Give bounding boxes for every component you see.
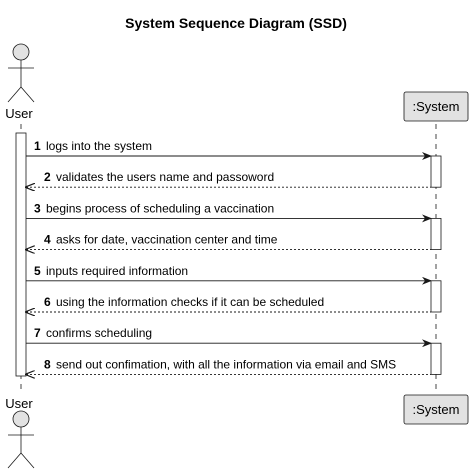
message-3: 3 begins process of scheduling a vaccinat…	[26, 201, 432, 223]
message-text: using the information checks if it can b…	[56, 295, 324, 309]
actor-right-leg-icon	[20, 452, 35, 469]
message-number: 6	[44, 295, 51, 309]
system-activation-bar	[430, 155, 442, 188]
system-participant-bottom: :System	[403, 394, 469, 425]
system-participant-label-bottom: :System	[413, 402, 460, 417]
message-text: logs into the system	[46, 139, 152, 153]
user-activation-bar	[15, 132, 27, 377]
message-text: begins process of scheduling a vaccinati…	[46, 201, 274, 215]
system-participant-top: :System	[403, 91, 469, 122]
diagram-title: System Sequence Diagram (SSD)	[125, 15, 347, 31]
system-box-top	[403, 91, 469, 122]
system-participant-label-top: :System	[413, 99, 460, 114]
actor-left-leg-icon	[7, 86, 22, 103]
system-box-bottom	[403, 394, 469, 425]
message-list: 1 logs into the system 2 validates the user…	[26, 139, 432, 374]
system-activation-bar	[430, 342, 442, 375]
message-text: validates the users name and passoword	[56, 170, 274, 184]
message-number: 4	[44, 233, 51, 247]
message-5: 5 inputs required information	[26, 264, 432, 285]
message-6: 6 using the information checks if it can …	[26, 295, 431, 312]
actor-right-leg-icon	[20, 86, 35, 103]
message-2: 2 validates the users name and passoword	[26, 170, 431, 187]
system-activation-bars	[430, 155, 442, 375]
message-text: inputs required information	[46, 264, 188, 278]
message-number: 2	[44, 170, 51, 184]
user-actor-bottom: User	[5, 396, 35, 469]
message-7: 7 confirms scheduling	[26, 326, 432, 348]
message-number: 5	[34, 264, 41, 278]
actor-left-leg-icon	[7, 452, 22, 469]
message-number: 3	[34, 201, 41, 215]
actor-head-icon	[12, 43, 30, 61]
message-text: send out confimation, with all the infor…	[56, 357, 396, 371]
message-number: 1	[34, 139, 41, 153]
message-text: confirms scheduling	[46, 326, 152, 340]
message-number: 8	[44, 357, 51, 371]
system-activation-bar	[430, 217, 442, 250]
actor-head-icon	[12, 410, 30, 428]
user-actor-label-bottom: User	[5, 396, 33, 411]
message-1: 1 logs into the system	[26, 139, 432, 160]
message-text: asks for date, vaccination center and ti…	[56, 233, 278, 247]
message-number: 7	[34, 326, 41, 340]
message-4: 4 asks for date, vaccination center and t…	[26, 233, 431, 250]
user-actor-top: User	[5, 43, 35, 121]
system-activation-bar	[430, 280, 442, 313]
user-actor-label-top: User	[5, 106, 33, 121]
message-8: 8 send out confimation, with all the info…	[26, 357, 431, 374]
